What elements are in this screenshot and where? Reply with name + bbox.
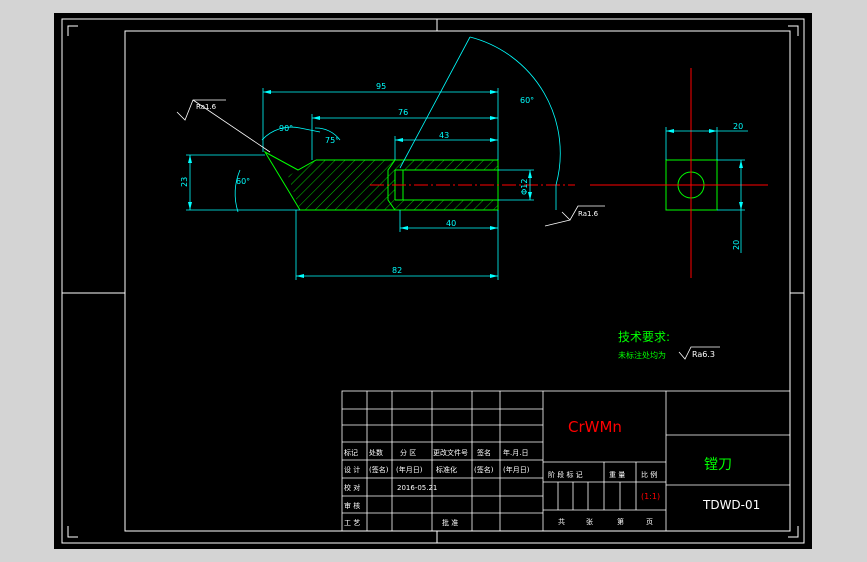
design-signature: (签名) xyxy=(369,465,389,474)
dimension-arrows xyxy=(188,90,532,278)
shank-hatch-bottom xyxy=(395,200,498,210)
sheet-no-label: 第 xyxy=(617,517,624,526)
sheet-total-label: 共 xyxy=(558,517,565,526)
design-label: 设 计 xyxy=(344,465,360,474)
technical-notes: 技术要求: 未标注处均为 Ra6.3 xyxy=(618,330,720,360)
notes-heading: 技术要求: xyxy=(618,330,670,344)
hdr-mark: 标记 xyxy=(344,448,358,457)
standard-date: (年月日) xyxy=(503,465,530,474)
scale-value: (1:1) xyxy=(641,492,660,501)
title-block xyxy=(341,390,791,532)
hdr-change-doc: 更改文件号 xyxy=(433,448,468,457)
section-hatch xyxy=(288,160,395,210)
end-view: 20 20 xyxy=(640,68,768,278)
angle-75: 75° xyxy=(325,136,339,145)
roughness-top-left-label: Ra1.6 xyxy=(196,103,217,111)
part-name: 镗刀 xyxy=(704,457,732,473)
scale-label: 比 例 xyxy=(641,470,657,479)
drawing-number: TDWD-01 xyxy=(702,498,760,512)
angle-90: 90° xyxy=(279,124,293,133)
outer-border xyxy=(61,18,805,544)
dim-82: 82 xyxy=(392,266,402,275)
dim-dia-12: Φ12 xyxy=(520,179,529,195)
corner-marks xyxy=(67,25,799,538)
angle-60-left: 60° xyxy=(236,177,250,186)
shank-hatch-top xyxy=(395,160,498,170)
standard-signature: (签名) xyxy=(474,465,494,474)
design-date: (年月日) xyxy=(396,465,423,474)
hdr-zone: 分 区 xyxy=(400,448,416,457)
notes-roughness: Ra6.3 xyxy=(692,350,715,359)
tool-main-view xyxy=(263,150,640,211)
roughness-top-left: Ra1.6 xyxy=(176,99,271,153)
review-label: 审 核 xyxy=(344,501,360,510)
roughness-bottom-right: Ra1.6 xyxy=(544,205,605,227)
dim-40: 40 xyxy=(446,219,456,228)
process-label: 工 艺 xyxy=(344,519,360,527)
material-label: CrWMn xyxy=(568,418,622,436)
date-value: 2016-05.21 xyxy=(397,484,437,492)
zone-ticks xyxy=(62,19,804,543)
weight-label: 重 量 xyxy=(609,471,625,479)
sheet-unit-label: 张 xyxy=(586,517,593,526)
dim-23: 23 xyxy=(180,177,189,187)
page-label: 页 xyxy=(646,518,653,526)
stage-mark-label: 阶 段 标 记 xyxy=(548,470,583,479)
hdr-date: 年.月.日 xyxy=(503,448,528,457)
check-label: 校 对 xyxy=(344,483,360,492)
dim-20-right: 20 xyxy=(732,240,741,250)
dim-95: 95 xyxy=(376,82,386,91)
approve-label: 批 准 xyxy=(442,518,458,527)
notes-line1: 未标注处均为 xyxy=(618,350,666,360)
title-block-texts: CrWMn 镗刀 TDWD-01 (1:1) 标记 处数 分 区 更改文件号 签… xyxy=(344,418,760,527)
angle-60-top: 60° xyxy=(520,96,534,105)
roughness-bottom-right-label: Ra1.6 xyxy=(578,210,599,218)
hdr-signature: 签名 xyxy=(477,448,491,457)
dimensions-main xyxy=(186,36,561,280)
dim-43: 43 xyxy=(439,131,449,140)
dim-76: 76 xyxy=(398,108,408,117)
hdr-count: 处数 xyxy=(369,448,383,457)
dim-20-top: 20 xyxy=(733,122,743,131)
drawing-paper xyxy=(54,13,812,549)
standard-label: 标准化 xyxy=(436,465,457,474)
